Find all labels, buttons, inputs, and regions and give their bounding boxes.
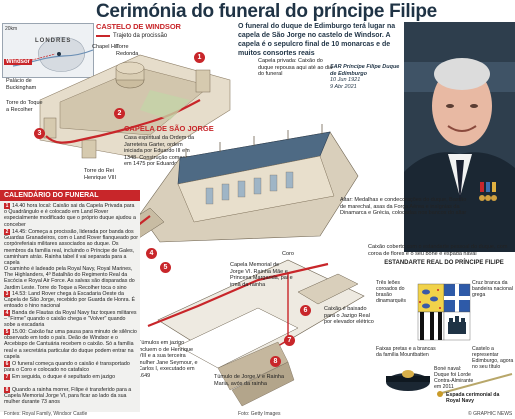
footer-credit: © GRAPHIC NEWS [468, 411, 513, 417]
label-george-v: Túmulo de Jorge V e Rainha Maria, avós d… [214, 374, 285, 387]
route-badge-4: 4 [146, 248, 157, 259]
calendar-item: O caminho é ladeado pela Royal Navy, Roy… [4, 266, 138, 291]
label-curfew-tower: Torre do Toque a Recolher [6, 100, 43, 113]
portrait-name: SAR Príncipe Filipe Duque de Edimburgo [330, 64, 400, 77]
caption-edinburgh: Castelo a representar Edimburgo, agora n… [472, 346, 514, 370]
calendar-item-number: 4 [4, 310, 10, 316]
portrait-photo [404, 22, 515, 252]
portrait-died: 9 Abr 2021 [330, 83, 357, 90]
map-scale: 20km [5, 26, 18, 32]
route-badge-8: 8 [270, 356, 281, 367]
route-swatch [96, 35, 110, 37]
calendar-item-number: 3 [4, 291, 10, 297]
calendar-item-text: 14.53: Land Rover chega à Escadaria Oest… [4, 291, 136, 310]
calendar-item-text: Quando a rainha morrer, Filipe é transfe… [4, 387, 132, 406]
route-badge-6: 6 [300, 305, 311, 316]
calendar-item-text: Em seguida, o duque é sepultado em jazig… [12, 374, 116, 380]
castle-label: CASTELO DE WINDSOR [96, 22, 181, 31]
route-badge-7: 7 [284, 335, 295, 346]
calendar-item-number: 1 [4, 203, 10, 209]
calendar-item-number: 5 [4, 329, 10, 335]
standard-panel: Três leões coroados do brasão dinamarquê… [374, 268, 515, 413]
calendar-item-text: O funeral começa quando o caixão é trans… [4, 361, 130, 374]
label-chapel-hill: Chapel Hill [92, 44, 119, 50]
label-royal-vault: Caixão é baixado para o Jazigo Real por … [324, 306, 374, 325]
calendar-item-number: 2 [4, 229, 10, 235]
castle-illustration [39, 54, 231, 161]
caption-naval-cap: Boné naval: Duque foi Lorde Contra-Almir… [434, 366, 474, 390]
altar-note: Altar: Medalhas e condecorações do duque… [340, 197, 467, 216]
label-round-tower: Torre Redonda [116, 44, 139, 57]
label-quire: Coro [282, 251, 294, 257]
label-henry-gate: Torre do Rei Henrique VIII [84, 168, 117, 181]
caption-denmark: Três leões coroados do brasão dinamarquê… [376, 280, 406, 304]
route-badge-1: 1 [194, 52, 205, 63]
route-badge-2: 2 [114, 108, 125, 119]
route-badge-5: 5 [160, 262, 171, 273]
label-memorial-chapel: Capela Memorial de Jorge VI. Rainha Mãe … [230, 262, 293, 288]
floorplan-illustration [147, 259, 365, 407]
calendar-item-text: 15.00: Caixão faz uma pausa para minuto … [4, 329, 137, 360]
calendar-heading: CALENDÁRIO DO FUNERAL [0, 190, 140, 201]
footer-sources: Fontes: Royal Family, Windsor Castle [4, 411, 88, 417]
map-city-label: LONDRES [35, 38, 72, 44]
page-title: Cerimónia do funeral do príncipe Filipe [96, 1, 437, 22]
calendar-item-text: 14.45: Começa a procissão, liderada por … [4, 229, 138, 267]
coffin-note: Caixão coberto com o estandarte pessoal … [368, 244, 508, 257]
chapel-illustration [121, 124, 359, 243]
caption-greece: Cruz branca da bandeira nacional grega [472, 280, 513, 298]
calendar-item-number: 8 [4, 387, 10, 393]
calendar-item-text: Banda de Flautas da Royal Navy faz toque… [4, 310, 137, 329]
private-chapel-note: Capela privada: Caixão do duque repousa … [258, 58, 333, 77]
caption-sword: Espada cerimonial da Royal Navy [446, 392, 500, 404]
royal-standard-flag [386, 283, 513, 397]
footer-photo-credit: Foto: Getty Images [238, 411, 281, 417]
route-badge-3: 3 [34, 128, 45, 139]
label-buckingham: Palácio de Buckingham [6, 78, 37, 91]
portrait-born: 10 Jun 1921 [330, 77, 361, 83]
portrait-caption: SAR Príncipe Filipe Duque de Edimburgo 1… [330, 64, 406, 90]
caption-mountbatten: Faixas pretas e a brancas da família Mou… [376, 346, 436, 358]
chapel-text: Casa espiritual da Ordem da Jarreteira G… [124, 135, 195, 167]
calendar-panel [0, 190, 140, 412]
calendar-item-text: 14.40 hora local: Caixão sai da Capela P… [4, 203, 136, 228]
map-windsor-tag: Windsor [4, 59, 32, 65]
route-legend: Trajeto da procissão [113, 33, 168, 39]
standard-title: ESTANDARTE REAL DO PRÍNCIPE FILIPE [384, 260, 504, 266]
calendar-item-number: 6 [4, 361, 10, 367]
label-tombs: Túmulos em jazigo incluem o de Henrique … [138, 340, 198, 379]
intro-text: O funeral do duque de Edimburgo terá lug… [238, 23, 396, 57]
calendar-item-text: O caminho é ladeado pela Royal Navy, Roy… [4, 266, 135, 291]
calendar-item-number: 7 [4, 374, 10, 380]
chapel-label: CAPELA DE SÃO JORGE [124, 124, 214, 133]
inset-map: 20km LONDRES Windsor [2, 23, 94, 78]
